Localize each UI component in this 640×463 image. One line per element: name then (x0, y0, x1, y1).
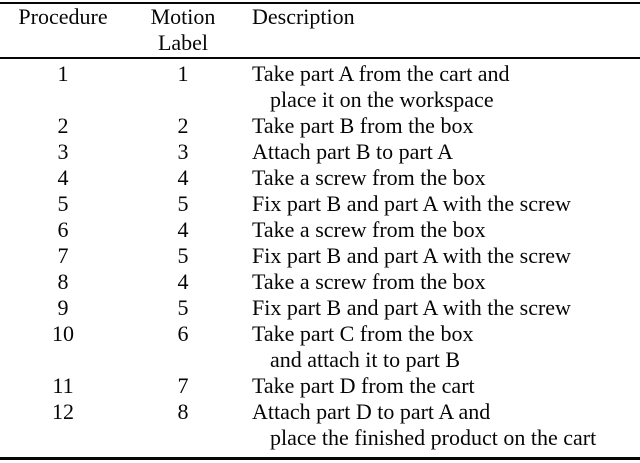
procedure-cell: 9 (57, 295, 69, 320)
header-row: Procedure Motion Label Description (0, 3, 640, 58)
description-cell: Fix part B and part A with the screw (240, 295, 640, 321)
procedure-cell: 12 (52, 399, 74, 424)
procedure-cell: 1 (57, 61, 69, 86)
description-line: Take a screw from the box (252, 269, 486, 294)
table-row: 8 4 Take a screw from the box (0, 269, 640, 295)
motion-label-cell: 3 (177, 139, 189, 164)
motion-label-cell: 5 (177, 191, 189, 216)
table-row: 4 4 Take a screw from the box (0, 165, 640, 191)
description-cell: Take part B from the box (240, 113, 640, 139)
description-line-continuation: place it on the workspace (270, 87, 494, 112)
description-cell: Fix part B and part A with the screw (240, 243, 640, 269)
motion-label-cell: 5 (177, 295, 189, 320)
description-line: Take part A from the cart and (252, 61, 510, 86)
description-cell: Take a screw from the box (240, 165, 640, 191)
motion-label-cell: 5 (177, 243, 189, 268)
description-line: Fix part B and part A with the screw (252, 295, 571, 320)
header-description: Description (240, 3, 640, 58)
description-cell: Take a screw from the box (240, 269, 640, 295)
description-line: Attach part D to part A and (252, 399, 491, 424)
motion-label-cell: 4 (177, 217, 189, 242)
description-cell: Take part D from the cart (240, 373, 640, 399)
table-row: 5 5 Fix part B and part A with the screw (0, 191, 640, 217)
header-motion-label: Motion Label (126, 3, 240, 58)
description-cell: Take a screw from the box (240, 217, 640, 243)
motion-label-cell: 2 (177, 113, 189, 138)
motion-label-cell: 7 (177, 373, 189, 398)
procedure-cell: 7 (57, 243, 69, 268)
description-line: Take part C from the box (252, 321, 474, 346)
table-row: 6 4 Take a screw from the box (0, 217, 640, 243)
procedure-cell: 5 (57, 191, 69, 216)
procedure-cell: 8 (57, 269, 69, 294)
description-line: Attach part B to part A (252, 139, 454, 164)
procedure-cell: 3 (57, 139, 69, 164)
procedure-cell: 6 (57, 217, 69, 242)
motion-label-cell: 4 (177, 269, 189, 294)
procedure-cell: 11 (52, 373, 74, 398)
table-row: 3 3 Attach part B to part A (0, 139, 640, 165)
description-line: Take a screw from the box (252, 165, 486, 190)
table-row: 7 5 Fix part B and part A with the screw (0, 243, 640, 269)
description-line: Fix part B and part A with the screw (252, 243, 571, 268)
description-cell: Fix part B and part A with the screw (240, 191, 640, 217)
description-line: Take a screw from the box (252, 217, 486, 242)
header-motion-line1: Motion (150, 4, 216, 29)
description-line-continuation: and attach it to part B (270, 347, 460, 372)
motion-label-cell: 4 (177, 165, 189, 190)
motion-label-cell: 1 (177, 61, 189, 86)
table-row: 11 7 Take part D from the cart (0, 373, 640, 399)
header-procedure: Procedure (0, 3, 126, 58)
header-description-label: Description (252, 4, 355, 29)
procedure-cell: 10 (52, 321, 74, 346)
description-line: Fix part B and part A with the screw (252, 191, 571, 216)
description-line: Take part D from the cart (252, 373, 475, 398)
procedure-cell: 4 (57, 165, 69, 190)
header-motion-line2: Label (157, 30, 209, 55)
table-header: Procedure Motion Label Description (0, 3, 640, 58)
description-line: Take part B from the box (252, 113, 474, 138)
table-row: 2 2 Take part B from the box (0, 113, 640, 139)
description-cell: Attach part B to part A (240, 139, 640, 165)
description-line-continuation: place the finished product on the cart (270, 425, 597, 450)
header-procedure-label: Procedure (18, 4, 108, 29)
motion-label-cell: 6 (177, 321, 189, 346)
procedure-cell: 2 (57, 113, 69, 138)
table-row: 9 5 Fix part B and part A with the screw (0, 295, 640, 321)
motion-label-cell: 8 (177, 399, 189, 424)
